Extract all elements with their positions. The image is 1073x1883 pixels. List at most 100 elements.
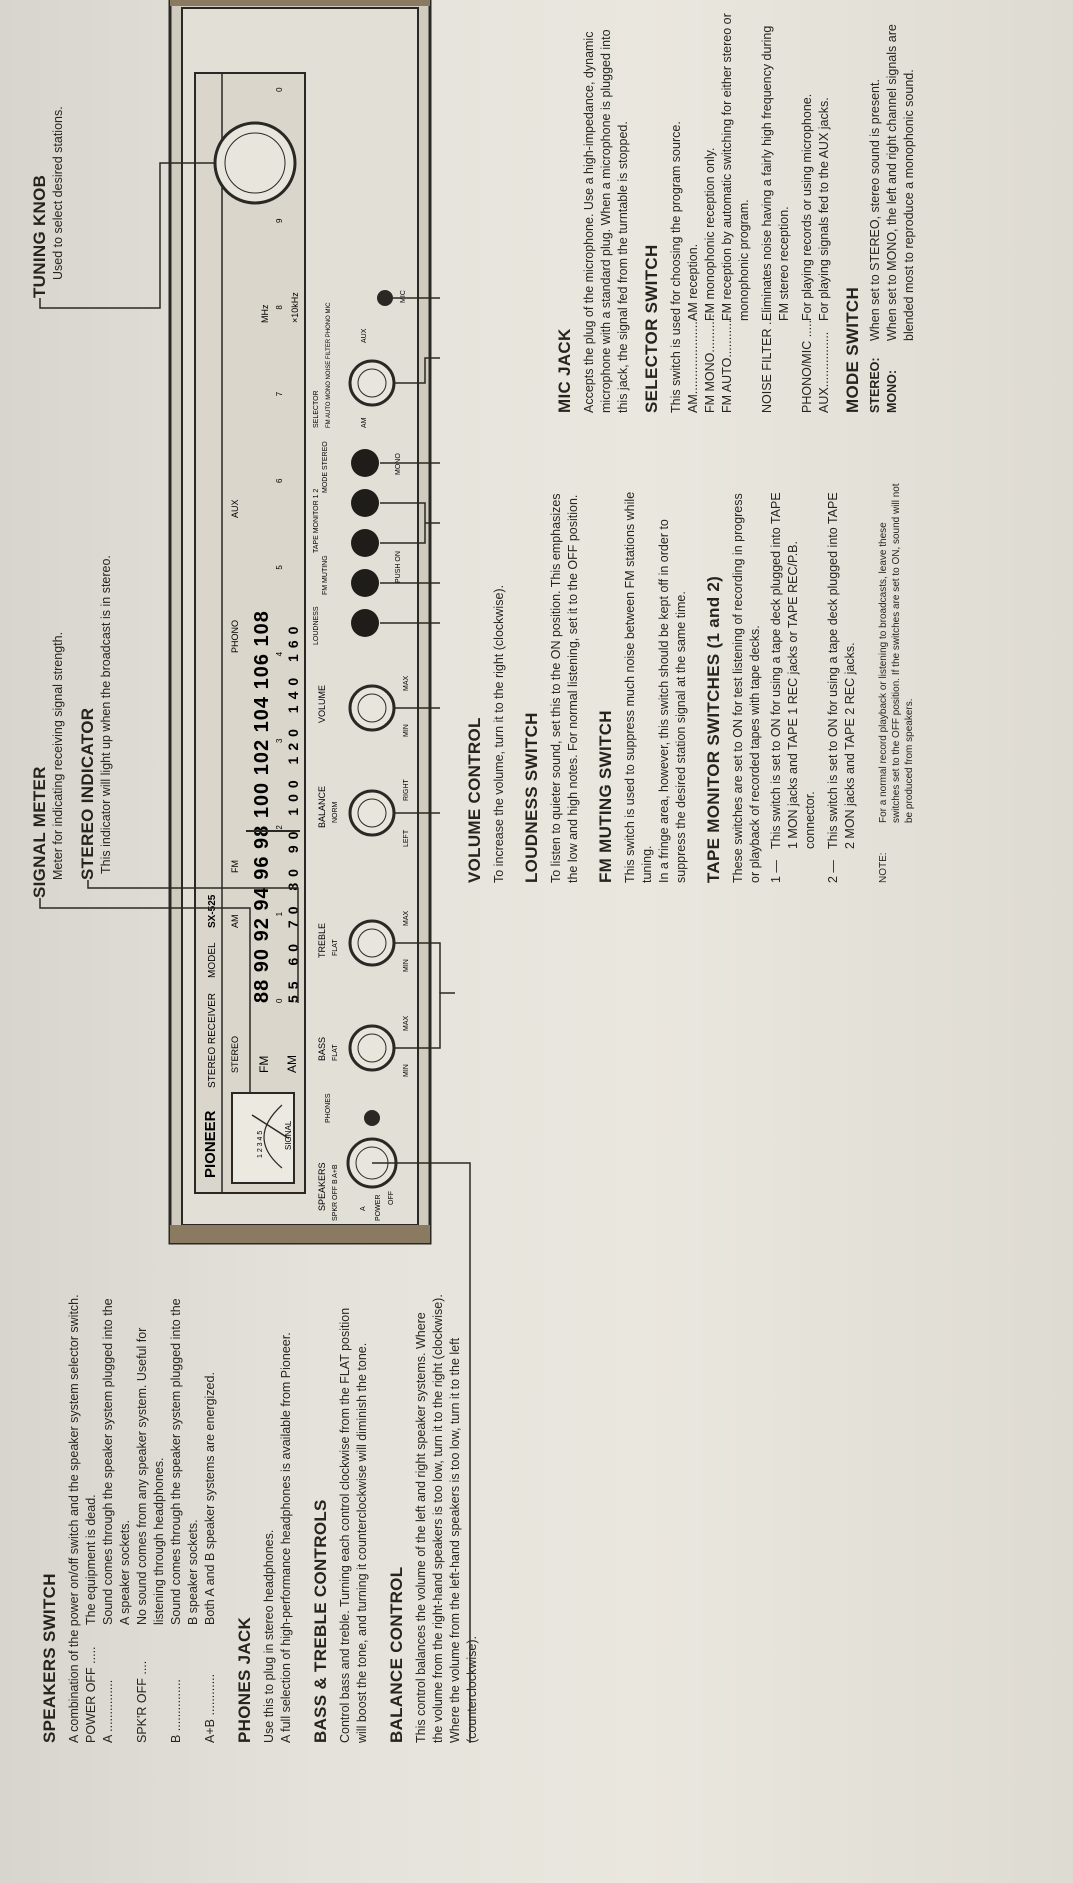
- leader-selector: [394, 357, 440, 384]
- selector-panel-label: SELECTOR: [313, 390, 320, 428]
- treble-knob[interactable]: [348, 919, 396, 967]
- selector-item-desc: For playing records or using microphone.: [800, 93, 814, 321]
- meter-label: SIGNAL: [284, 1120, 293, 1150]
- mode-mono-label: MONO: [395, 453, 402, 475]
- right-column: MIC JACK Accepts the plug of the microph…: [555, 13, 918, 413]
- volume-knob-inner: [357, 693, 387, 723]
- mode-item-key: MONO:: [885, 369, 899, 413]
- loudness-panel-label: LOUDNESS: [313, 606, 320, 645]
- leader-lines: [39, 162, 471, 1743]
- selector-knob[interactable]: [348, 359, 396, 407]
- bass-flat-label: FLAT: [332, 1044, 339, 1061]
- bass-max-label: MAX: [403, 1016, 410, 1032]
- fm-muting-push-switch[interactable]: [351, 569, 379, 597]
- meter-scale: 1 2 3 4 5: [257, 1131, 264, 1158]
- tape-monitor-heading: TAPE MONITOR SWITCHES (1 and 2): [704, 575, 723, 883]
- volume-min-label: MIN: [403, 724, 410, 737]
- selector-item-desc: AM reception.: [686, 243, 700, 321]
- fm-band-label: FM: [257, 1056, 271, 1073]
- selector-options: FM AUTO MONO NOISE FILTER PHONO MIC: [326, 302, 332, 428]
- tape-monitor-item-desc: This switch is set to ON for using a tap…: [826, 492, 857, 849]
- mode-panel-label: MODE STEREO: [322, 441, 329, 493]
- mic-panel-label: MIC: [400, 290, 407, 303]
- mode-item-desc: When set to MONO, the left and right cha…: [885, 24, 916, 341]
- wood-side-right: [170, 0, 430, 6]
- mic-jack[interactable]: [377, 290, 393, 306]
- tape-monitor-item: 1 — This switch is set to ON for using a …: [768, 483, 819, 883]
- loudness-push-switch[interactable]: [351, 609, 379, 637]
- selector-item: AM.....................AM reception.: [685, 13, 702, 413]
- speakers-positions: SPKR OFF B A+B: [332, 1164, 339, 1221]
- treble-flat-label: FLAT: [332, 939, 339, 956]
- brand-logo: PIONEER: [202, 1110, 219, 1178]
- leader-signal-meter-line: [39, 898, 251, 1093]
- tape-monitor-item-desc: This switch is set to ON for using a tap…: [769, 492, 817, 849]
- dial-phono-label: PHONO: [230, 620, 240, 653]
- volume-text: To increase the volume, turn it to the r…: [492, 584, 506, 883]
- fm-muting-text2: In a fringe area, however, this switch s…: [657, 519, 688, 883]
- treble-max-label: MAX: [403, 911, 410, 927]
- selector-item-desc: Eliminates noise having a fairly high fr…: [760, 25, 791, 321]
- mode-item-desc: When set to STEREO, stereo sound is pres…: [868, 79, 882, 341]
- selector-item: NOISE FILTER ..Eliminates noise having a…: [759, 13, 793, 413]
- tuning-knob[interactable]: [213, 121, 297, 205]
- leader-tuning-knob: [39, 162, 215, 309]
- am-unit: ×10kHz: [290, 292, 300, 323]
- bass-min-label: MIN: [403, 1064, 410, 1077]
- balance-norm-label: NORM: [332, 801, 339, 823]
- loudness-heading: LOUDNESS SWITCH: [522, 712, 541, 883]
- treble-min-label: MIN: [403, 959, 410, 972]
- volume-knob[interactable]: [348, 684, 396, 732]
- dial-stereo-label: STEREO: [230, 1036, 240, 1073]
- tape-monitor-2-push-switch[interactable]: [351, 489, 379, 517]
- panel-title: STEREO RECEIVER: [207, 993, 218, 1088]
- leader-stereo-indicator: [87, 880, 299, 1003]
- balance-panel-label: BALANCE: [317, 786, 327, 828]
- fm-muting-panel-label: FM MUTING: [322, 555, 329, 595]
- panel-model-label: MODEL: [207, 942, 218, 978]
- am-frequency-scale: 55 60 70 80 90 100 120 140 160: [285, 621, 301, 1003]
- dial-fm-label: FM: [230, 860, 240, 873]
- dial-aux-label: AUX: [230, 499, 240, 518]
- tape-monitor-item-key: 1 —: [769, 860, 783, 883]
- selector-item-key: PHONO/MIC .....: [800, 319, 814, 413]
- mode-push-switch[interactable]: [351, 449, 379, 477]
- tape-monitor-item: 2 — This switch is set to ON for using a …: [825, 483, 859, 883]
- selector-item-desc: FM reception by automatic switching for …: [720, 13, 751, 321]
- speakers-panel-label: SPEAKERS: [317, 1162, 327, 1211]
- tape-monitor-item-key: 2 —: [826, 860, 840, 883]
- power-a-label: A: [360, 1206, 367, 1211]
- meter-needle: [251, 1114, 289, 1139]
- power-off-label: OFF: [388, 1191, 395, 1205]
- mode-item: STEREO: When set to STEREO, stereo sound …: [867, 13, 884, 413]
- balance-knob[interactable]: [348, 789, 396, 837]
- am-band-label: AM: [285, 1055, 299, 1073]
- mode-item-key: STEREO:: [868, 357, 882, 413]
- selector-heading: SELECTOR SWITCH: [642, 244, 661, 413]
- balance-right-label: RIGHT: [403, 779, 410, 802]
- leader-treble: [394, 942, 441, 993]
- middle-column: VOLUME CONTROL To increase the volume, t…: [465, 483, 916, 883]
- note-text: For a normal record playback or listenin…: [878, 483, 915, 823]
- selector-item-key: FM MONO...........: [703, 314, 717, 413]
- volume-max-label: MAX: [403, 676, 410, 692]
- leader-speakers: [372, 1162, 471, 1743]
- selector-item: PHONO/MIC .....For playing records or us…: [799, 13, 816, 413]
- dial-am-label: AM: [230, 915, 240, 929]
- balance-left-label: LEFT: [403, 829, 410, 847]
- selector-item: FM MONO...........FM monophonic receptio…: [702, 13, 719, 413]
- tape-monitor-1-push-switch[interactable]: [351, 529, 379, 557]
- push-on-label: PUSH ON: [395, 551, 402, 583]
- fm-muting-text1: This switch is used to suppress much noi…: [623, 491, 654, 883]
- selector-intro: This switch is used for choosing the pro…: [669, 121, 683, 413]
- volume-panel-label: VOLUME: [317, 685, 327, 723]
- panel-model: SX-525: [207, 894, 218, 928]
- note-label: NOTE:: [878, 852, 889, 883]
- fm-frequency-scale: 88 90 92 94 96 98 100 102 104 106 108: [251, 610, 273, 1003]
- phones-jack[interactable]: [364, 1110, 380, 1126]
- selector-item-key: NOISE FILTER ..: [760, 318, 774, 413]
- phones-panel-label: PHONES: [325, 1093, 332, 1123]
- mode-item: MONO: When set to MONO, the left and righ…: [884, 13, 918, 413]
- tape-monitor-note: NOTE: For a normal record playback or lis…: [877, 483, 916, 883]
